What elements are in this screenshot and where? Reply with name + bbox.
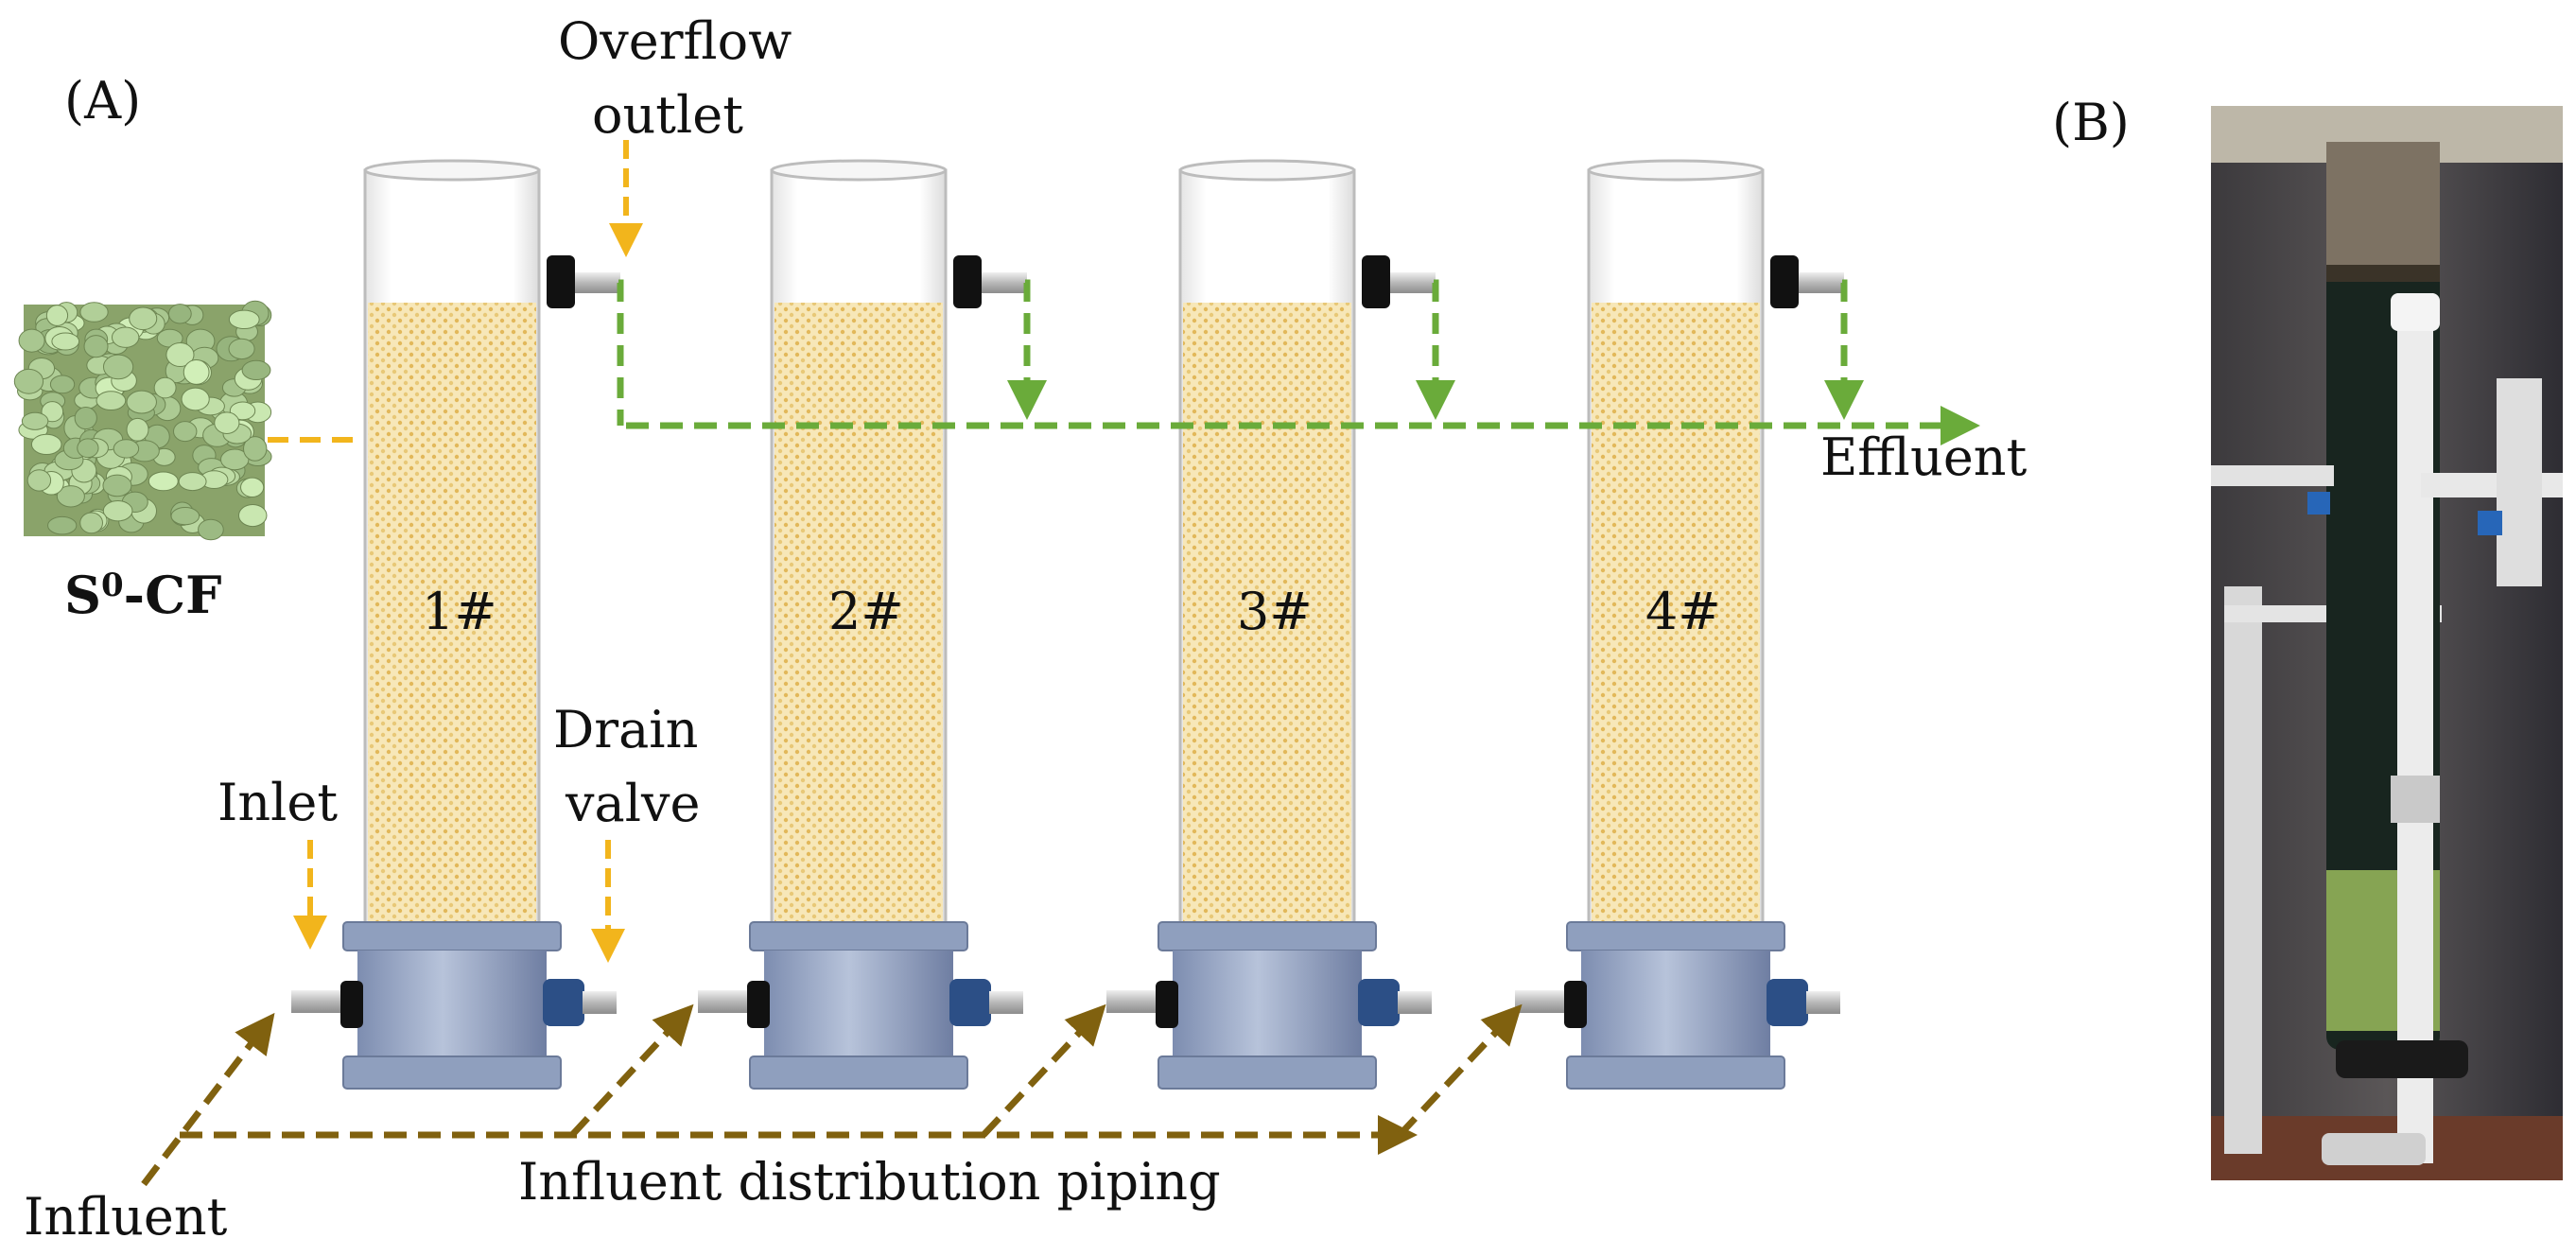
- column-label-1: 1#: [422, 582, 497, 641]
- reactor-column-3: 3#: [1106, 159, 1455, 1090]
- influent-distribution-piping: [141, 1003, 1523, 1187]
- material-label: S0-CF: [64, 565, 221, 625]
- reactor-column-2: 2#: [698, 159, 1047, 1090]
- sulfur-carrier-photo: [13, 300, 272, 541]
- column-label-2: 2#: [828, 582, 904, 641]
- distribution-label: Influent distribution piping: [518, 1152, 1221, 1212]
- reactor-columns: 1# 2# 3# 4#: [291, 159, 1864, 1090]
- reactor-column-1: 1#: [291, 159, 624, 1090]
- column-label-4: 4#: [1645, 582, 1721, 641]
- overflow-label-line2: outlet: [592, 85, 743, 145]
- drain-label-line1: Drain: [553, 700, 698, 759]
- reactor-column-4: 4#: [1515, 159, 1864, 1090]
- panel-a-label: (A): [64, 71, 141, 131]
- reactor-photo: [2211, 106, 2563, 1180]
- panel-b-label: (B): [2052, 93, 2130, 152]
- overflow-label-line1: Overflow: [558, 11, 792, 71]
- effluent-label: Effluent: [1820, 427, 2028, 487]
- column-label-3: 3#: [1237, 582, 1313, 641]
- drain-label-line2: valve: [565, 774, 700, 833]
- influent-label: Influent: [24, 1187, 228, 1247]
- inlet-label: Inlet: [218, 773, 338, 832]
